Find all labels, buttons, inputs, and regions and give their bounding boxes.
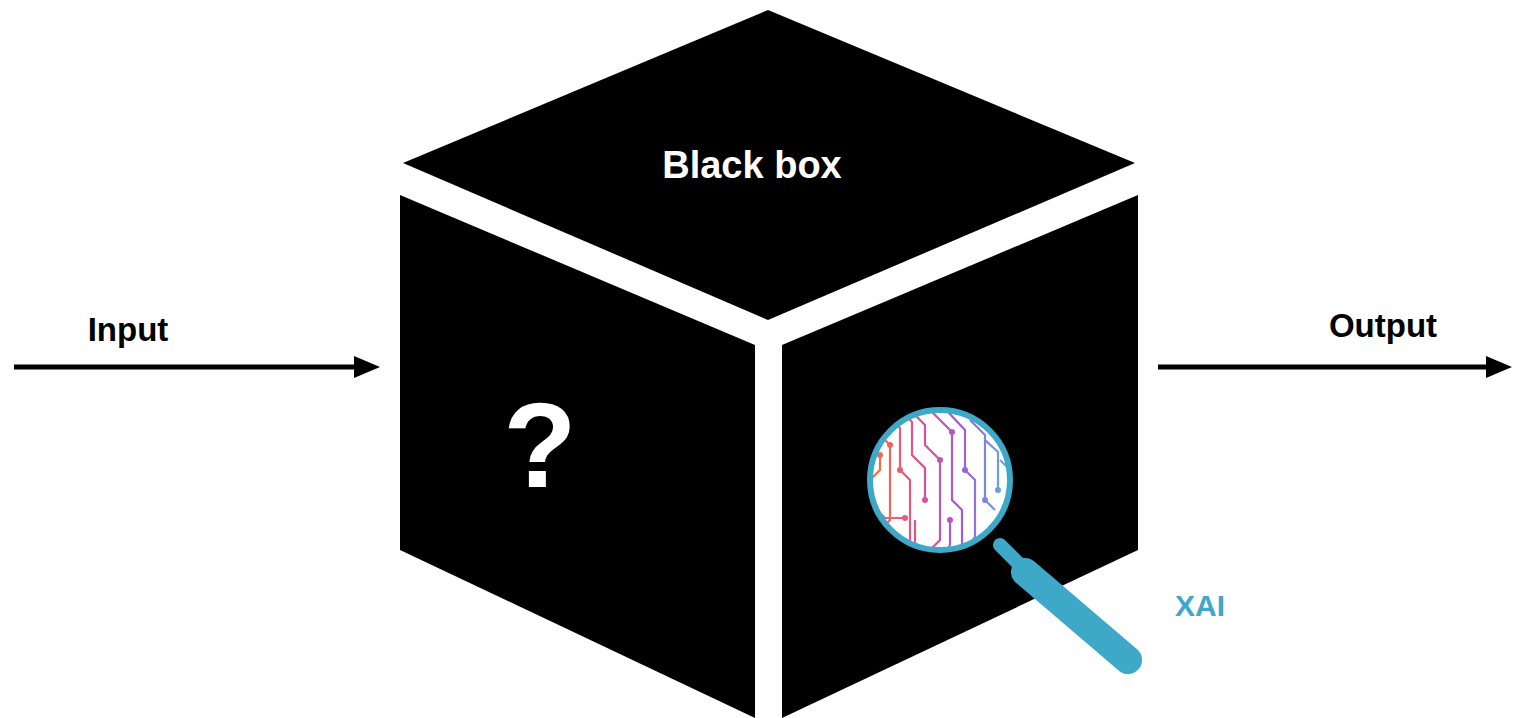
magnifier-icon xyxy=(870,405,1128,660)
cube-face xyxy=(782,195,1138,718)
cube-face xyxy=(400,195,755,718)
face-label: Black box xyxy=(662,144,842,187)
cube-shape xyxy=(398,8,1142,718)
cube-node: Black box? xyxy=(398,8,1142,718)
output-arrow xyxy=(1158,356,1512,378)
output-label: Output xyxy=(1329,307,1437,345)
input-label: Input xyxy=(88,311,169,349)
xai-label: XAI xyxy=(1175,589,1225,623)
input-arrow xyxy=(14,356,380,378)
question-mark: ? xyxy=(503,376,576,514)
